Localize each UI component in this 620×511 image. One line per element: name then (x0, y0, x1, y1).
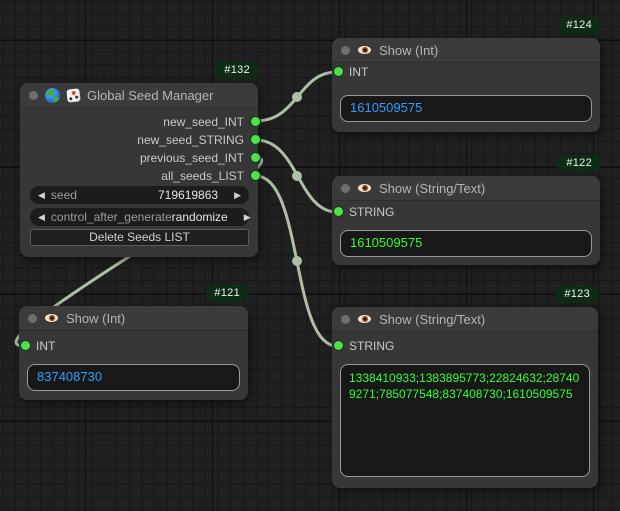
eye-icon (357, 45, 372, 55)
decrement-arrow-icon[interactable]: ◀ (38, 189, 45, 200)
collapse-dot-icon[interactable] (341, 314, 350, 324)
node-titlebar[interactable]: Show (Int) (332, 38, 600, 63)
increment-arrow-icon[interactable]: ▶ (234, 189, 241, 200)
input-row: STRING (332, 205, 600, 219)
input-row: INT (332, 65, 600, 79)
input-label: INT (349, 65, 369, 79)
dice-icon (66, 87, 81, 103)
output-row: new_seed_INT (20, 113, 260, 131)
output-port-all-seeds-list[interactable] (251, 171, 260, 180)
node-show-int-124[interactable]: #124 Show (Int) INT 1610509575 (332, 17, 600, 132)
output-row: all_seeds_LIST (20, 167, 260, 185)
eye-icon (44, 313, 59, 323)
node-titlebar[interactable]: Show (String/Text) (332, 176, 600, 201)
node-id-badge: #122 (558, 155, 600, 172)
control-after-generate-widget[interactable]: ◀ control_after_generate randomize ▶ (30, 208, 251, 226)
node-show-string-123[interactable]: #123 Show (String/Text) STRING 133841093… (332, 286, 598, 488)
node-id-badge: #124 (558, 17, 600, 34)
widget-value[interactable]: 719619863 (158, 188, 219, 202)
delete-seeds-list-button[interactable]: Delete Seeds LIST (30, 229, 249, 246)
output-port-previous-seed-int[interactable] (251, 153, 260, 162)
collapse-dot-icon[interactable] (341, 45, 350, 55)
output-list: new_seed_INT new_seed_STRING previous_se… (20, 113, 260, 185)
wire-midpoint-dot (292, 92, 302, 102)
node-id-badge: #123 (556, 286, 598, 303)
input-port-string[interactable] (334, 207, 343, 216)
output-port-new-seed-string[interactable] (251, 135, 260, 144)
collapse-dot-icon[interactable] (341, 183, 350, 193)
widget-label: seed (50, 188, 77, 202)
node-global-seed-manager[interactable]: #132 Global Seed Manager new_seed_INT ne… (20, 62, 260, 257)
seed-widget[interactable]: ◀ seed 719619863 ▶ (30, 186, 249, 204)
node-show-string-122[interactable]: #122 Show (String/Text) STRING 161050957… (332, 155, 600, 265)
node-title: Global Seed Manager (87, 87, 214, 103)
collapse-dot-icon[interactable] (28, 313, 37, 323)
node-title: Show (String/Text) (379, 180, 486, 196)
node-titlebar[interactable]: Global Seed Manager (20, 83, 258, 108)
output-row: previous_seed_INT (20, 149, 260, 167)
string-value-display[interactable]: 1610509575 (340, 230, 592, 257)
node-title: Show (String/Text) (379, 311, 486, 327)
output-label: previous_seed_INT (139, 151, 244, 165)
input-label: STRING (349, 339, 395, 353)
widget-label: control_after_generate (50, 210, 172, 224)
output-label: all_seeds_LIST (161, 169, 244, 183)
output-label: new_seed_INT (163, 115, 244, 129)
node-id-badge: #132 (216, 62, 258, 79)
input-label: STRING (349, 205, 395, 219)
input-row: STRING (332, 339, 598, 353)
prev-option-arrow-icon[interactable]: ◀ (38, 211, 45, 222)
node-titlebar[interactable]: Show (Int) (19, 306, 248, 331)
input-port-int[interactable] (21, 341, 30, 350)
widget-value[interactable]: randomize (171, 210, 228, 224)
output-label: new_seed_STRING (137, 133, 244, 147)
node-title: Show (Int) (379, 42, 439, 58)
collapse-dot-icon[interactable] (29, 90, 38, 100)
input-label: INT (36, 339, 56, 353)
output-port-new-seed-int[interactable] (251, 117, 260, 126)
node-show-int-121[interactable]: #121 Show (Int) INT 837408730 (19, 285, 248, 400)
int-value-display[interactable]: 837408730 (27, 364, 240, 391)
node-titlebar[interactable]: Show (String/Text) (332, 307, 598, 332)
eye-icon (357, 314, 372, 324)
wire-midpoint-dot (292, 171, 302, 181)
globe-icon (45, 87, 60, 103)
node-title: Show (Int) (66, 310, 126, 326)
output-row: new_seed_STRING (20, 131, 260, 149)
eye-icon (357, 183, 372, 193)
input-port-string[interactable] (334, 341, 343, 350)
wire-midpoint-dot (292, 256, 302, 266)
next-option-arrow-icon[interactable]: ▶ (243, 211, 251, 222)
string-list-display[interactable]: 1338410933;1383895773;22824632;287409271… (340, 364, 590, 477)
node-id-badge: #121 (206, 285, 248, 302)
input-row: INT (19, 339, 248, 353)
int-value-display[interactable]: 1610509575 (340, 95, 592, 122)
input-port-int[interactable] (334, 67, 343, 76)
